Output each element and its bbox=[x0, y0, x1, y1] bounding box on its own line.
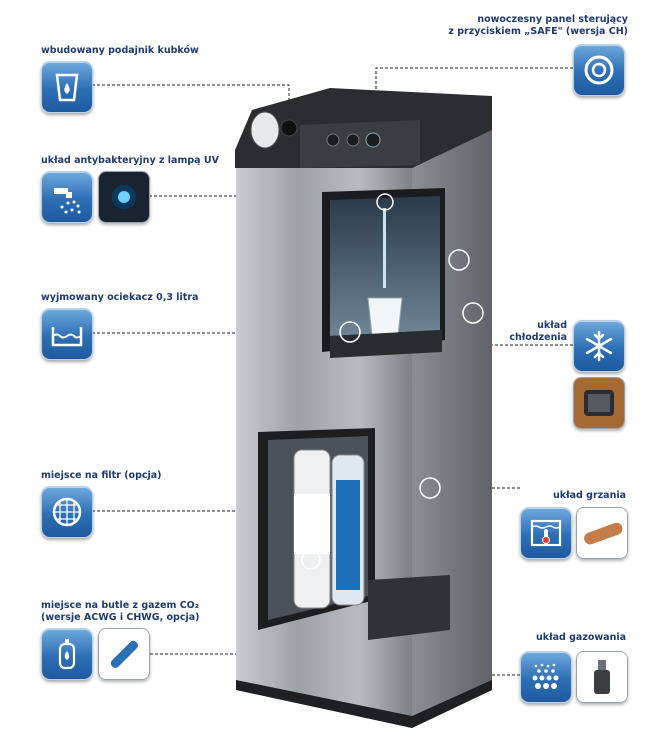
safe-button-icon bbox=[573, 44, 625, 96]
co2-bottle-photo bbox=[98, 628, 150, 680]
water-dispenser-illustration bbox=[235, 88, 492, 728]
filter-label: miejsce na filtr (opcja) bbox=[41, 470, 162, 481]
cooling-label-line1: układ bbox=[537, 320, 567, 331]
co2-label: miejsce na butle z gazem CO₂ (wersje ACW… bbox=[41, 600, 199, 624]
callout-line-cup bbox=[92, 84, 290, 126]
cooling-label: układ chłodzenia bbox=[495, 320, 567, 344]
cup-dispenser-label: wbudowany podajnik kubków bbox=[41, 45, 199, 56]
carbonation-label: układ gazowania bbox=[535, 632, 626, 643]
thermometer-icon bbox=[520, 507, 572, 559]
control-panel-label-line2: z przyciskiem „SAFE" (wersja CH) bbox=[448, 26, 628, 37]
co2-label-line2: (wersje ACWG i CHWG, opcja) bbox=[41, 612, 200, 623]
cooling-unit-photo bbox=[573, 377, 625, 429]
carbonator-photo bbox=[576, 651, 628, 703]
drip-tray-icon bbox=[41, 308, 93, 360]
uv-lamp-photo bbox=[98, 171, 150, 223]
drip-tray-label: wyjmowany ociekacz 0,3 litra bbox=[41, 292, 199, 303]
uv-tap-icon bbox=[41, 171, 93, 223]
gas-bottle-icon bbox=[41, 628, 93, 680]
bubbles-icon bbox=[520, 651, 572, 703]
uv-system-label: układ antybakteryjny z lampą UV bbox=[41, 155, 219, 166]
snowflake-icon bbox=[573, 320, 625, 372]
cooling-label-line2: chłodzenia bbox=[509, 332, 567, 343]
heater-photo bbox=[576, 507, 628, 559]
filter-grid-icon bbox=[41, 486, 93, 538]
control-panel-label-line1: nowoczesny panel sterujący bbox=[477, 14, 628, 25]
co2-label-line1: miejsce na butle z gazem CO₂ bbox=[41, 600, 199, 611]
cup-drop-icon bbox=[41, 61, 93, 113]
heating-label: układ grzania bbox=[553, 490, 626, 501]
control-panel-label: nowoczesny panel sterujący z przyciskiem… bbox=[430, 14, 628, 38]
